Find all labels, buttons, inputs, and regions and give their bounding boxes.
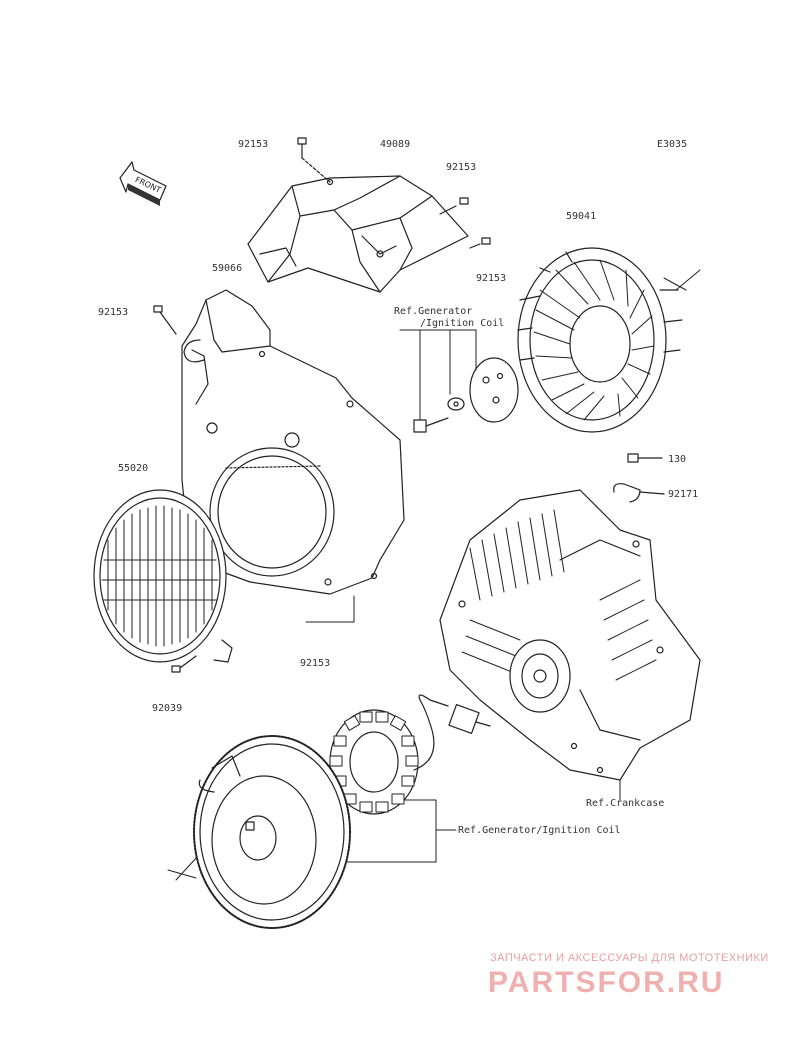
ref-generator-top-line2: /Ignition Coil <box>420 318 505 329</box>
part-number-92153[interactable]: 92153 <box>476 273 507 284</box>
part-number-92153[interactable]: 92153 <box>238 139 269 150</box>
ref-generator-bottom-label: Ref.Generator/Ignition Coil <box>458 825 621 836</box>
part-number-130[interactable]: 130 <box>668 454 687 465</box>
screw-92039-icon <box>171 655 197 673</box>
cooling-fan-59041 <box>517 247 683 433</box>
part-number-59066[interactable]: 59066 <box>212 263 243 274</box>
bolt-130-icon <box>627 453 663 463</box>
part-number-92153[interactable]: 92153 <box>300 658 331 669</box>
part-number-92039[interactable]: 92039 <box>152 703 183 714</box>
part-number-92171[interactable]: 92171 <box>668 489 699 500</box>
part-number-92153[interactable]: 92153 <box>98 307 129 318</box>
engine-crankcase <box>439 489 701 781</box>
bolt-92153-icon <box>297 137 331 183</box>
ref-generator-top-line1: Ref.Generator <box>394 306 473 317</box>
part-number-92153[interactable]: 92153 <box>446 162 477 173</box>
part-number-59041[interactable]: 59041 <box>566 211 597 222</box>
flywheel <box>193 735 351 929</box>
fan-housing-59066 <box>181 289 405 595</box>
front-arrow-icon: FRONT <box>119 161 167 206</box>
bolt-92153-icon <box>469 237 491 249</box>
top-shroud-49089 <box>247 175 469 293</box>
bolt-92153-icon <box>439 197 469 215</box>
part-number-55020[interactable]: 55020 <box>118 463 149 474</box>
bolt-92153-icon <box>153 305 177 335</box>
ref-crankcase-label: Ref.Crankcase <box>586 798 665 809</box>
watermark-brand-logo: PARTSFOR.RU <box>488 966 725 999</box>
screen-55020 <box>93 489 233 663</box>
clip-92171-icon <box>613 483 665 503</box>
watermark-tagline: ЗАПЧАСТИ И АКСЕССУАРЫ ДЛЯ МОТОТЕХНИКИ <box>490 952 769 964</box>
generator-rotor-plate <box>413 357 519 433</box>
part-number-49089[interactable]: 49089 <box>380 139 411 150</box>
diagram-code-label: E3035 <box>657 139 688 150</box>
stator-ignition-coil <box>329 694 491 815</box>
